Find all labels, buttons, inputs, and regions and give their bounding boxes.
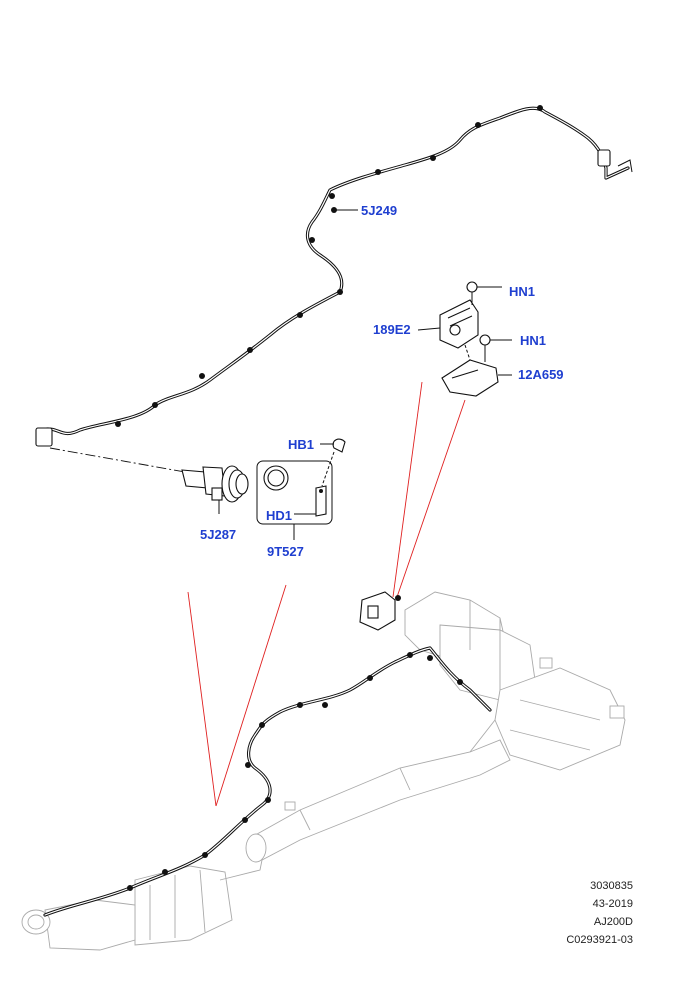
reference-leader-lines [187,381,466,807]
hose-clip-part [320,438,346,453]
callout-hb1[interactable]: HB1 [288,437,315,452]
vapour-hose-upper [35,105,633,447]
drawing-date-code: 43-2019 [592,898,633,910]
canister-connector-part [181,465,249,514]
illustration-code: C0293921-03 [566,934,633,946]
seal-kit-part [256,451,335,540]
callout-5j249[interactable]: 5J249 [361,203,398,218]
bracket-assembly-part [417,281,512,397]
alignment-dash-line [49,447,186,473]
vapour-hose-installed [43,646,492,917]
drawing-reference-number: 3030835 [590,880,633,892]
callout-5j287[interactable]: 5J287 [200,527,237,542]
installed-bracket [359,591,401,631]
engine-code: AJ200D [593,916,633,928]
exhaust-system-outline [21,591,626,951]
callout-9t527[interactable]: 9T527 [267,544,304,559]
callout-hn1-lower[interactable]: HN1 [520,333,547,348]
callout-189e2[interactable]: 189E2 [373,322,411,337]
callout-12a659[interactable]: 12A659 [518,367,564,382]
callout-hn1-top[interactable]: HN1 [509,284,536,299]
callout-hd1[interactable]: HD1 [266,508,293,523]
